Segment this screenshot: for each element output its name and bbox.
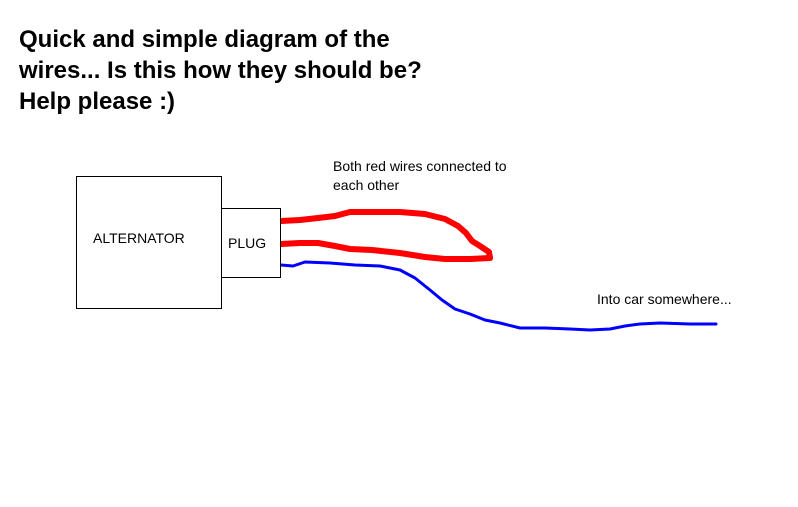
red-wires-note: Both red wires connected to each other — [333, 157, 507, 195]
diagram-title: Quick and simple diagram of the wires...… — [19, 24, 422, 117]
alternator-box: ALTERNATOR — [76, 176, 222, 309]
blue-wire — [279, 260, 718, 332]
alternator-label: ALTERNATOR — [93, 230, 185, 246]
red-wire-upper — [278, 209, 493, 261]
red-wires-note-line-1: Both red wires connected to — [333, 158, 507, 174]
title-line-3: Help please :) — [19, 88, 176, 115]
red-wires-note-line-2: each other — [333, 177, 400, 193]
title-line-1: Quick and simple diagram of the — [19, 26, 390, 53]
blue-wire-note: Into car somewhere... — [597, 291, 732, 307]
plug-label: PLUG — [228, 235, 267, 251]
red-wire-lower — [278, 240, 493, 262]
plug-box: PLUG — [221, 208, 281, 278]
title-line-2: wires... Is this how they should be? — [19, 57, 422, 84]
